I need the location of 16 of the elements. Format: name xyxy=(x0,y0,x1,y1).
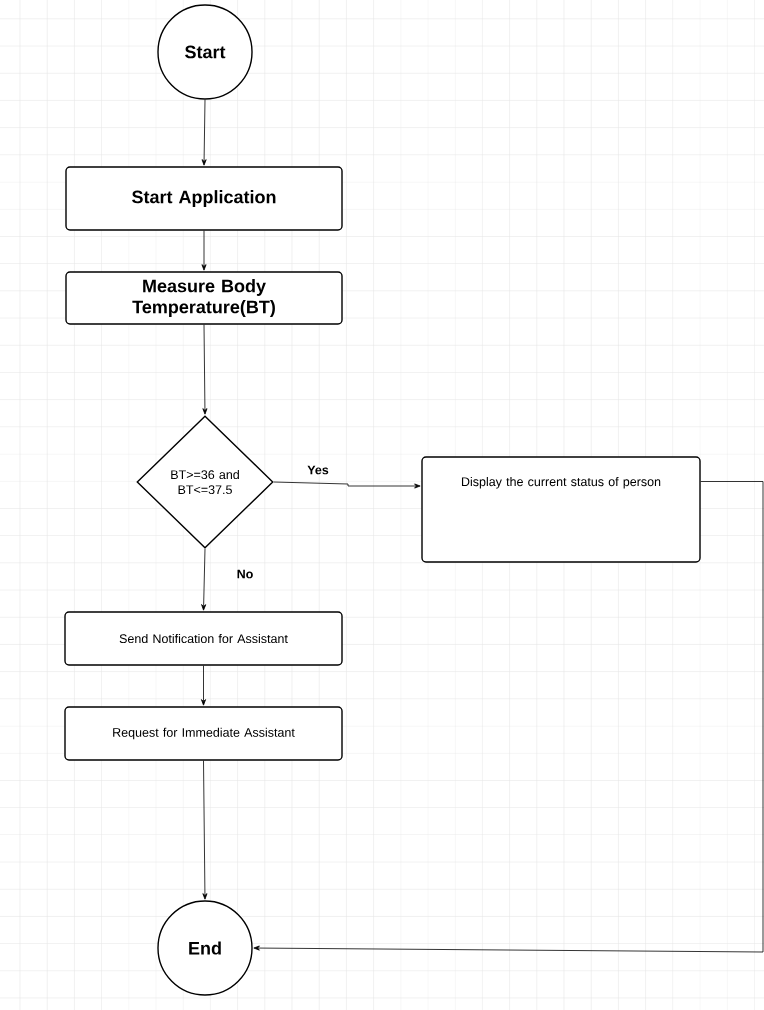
process-box: Measure Body Temperature(BT) xyxy=(65,271,343,325)
arrow xyxy=(202,760,208,900)
arrow xyxy=(201,548,207,611)
node-label: End xyxy=(189,941,221,955)
edge-label: No xyxy=(235,568,255,580)
arrow xyxy=(253,481,764,953)
arrow xyxy=(202,324,208,415)
arrow xyxy=(201,99,207,166)
arrow xyxy=(273,481,421,489)
process-box: Send Notification for Assistant xyxy=(64,611,343,666)
process-box: Display the current status of person xyxy=(421,456,701,563)
process-box: Request for Immediate Assistant xyxy=(64,706,343,761)
arrow xyxy=(201,230,207,271)
edge-label: Yes xyxy=(306,464,330,476)
process-box: Start Application xyxy=(65,166,343,231)
arrow xyxy=(201,665,206,706)
